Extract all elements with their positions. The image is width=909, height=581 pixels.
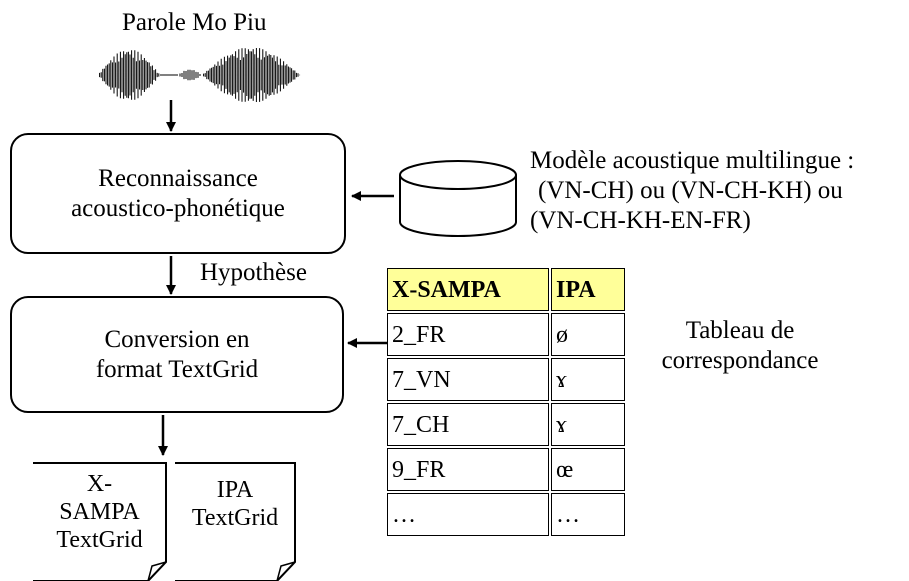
table-cell-xsampa: 9_FR	[387, 448, 549, 491]
acoustic-model-line-2: (VN-CH) ou (VN-CH-KH) ou	[538, 177, 843, 204]
acoustic-model-line-3: (VN-CH-KH-EN-FR)	[530, 207, 751, 234]
table-cell-xsampa: …	[387, 493, 549, 536]
speech-label: Parole Mo Piu	[122, 9, 267, 36]
table-header-row: X-SAMPA IPA	[387, 268, 625, 311]
table-row: 2_FR ø	[387, 313, 625, 356]
table-row: 9_FR œ	[387, 448, 625, 491]
table-row: … …	[387, 493, 625, 536]
acoustic-model-text: Modèle acoustique multilingue : (VN-CH) …	[530, 146, 854, 236]
acoustic-model-database-icon	[399, 160, 517, 237]
table-caption-line-2: correspondance	[661, 347, 819, 374]
ipa-textgrid-label: IPA TextGrid	[175, 476, 295, 532]
acoustic-model-line-1: Modèle acoustique multilingue :	[530, 147, 855, 174]
recognition-box: Reconnaissance acoustico-phonétique	[10, 133, 346, 254]
xsampa-line-3: TextGrid	[56, 527, 143, 553]
table-header-ipa: IPA	[551, 268, 625, 311]
recognition-line-1: Reconnaissance	[98, 164, 258, 192]
conversion-line-2: format TextGrid	[95, 355, 259, 383]
table-cell-ipa: œ	[551, 448, 625, 491]
table-cell-ipa: ɤ	[551, 403, 625, 446]
table-cell-xsampa: 7_VN	[387, 358, 549, 401]
xsampa-line-1: X-	[86, 471, 113, 497]
xsampa-line-2: SAMPA	[59, 499, 140, 525]
table-cell-xsampa: 2_FR	[387, 313, 549, 356]
hypothesis-label: Hypothèse	[200, 259, 307, 286]
table-cell-ipa: …	[551, 493, 625, 536]
speech-waveform	[99, 48, 301, 102]
conversion-box: Conversion en format TextGrid	[10, 296, 344, 413]
table-caption: Tableau de correspondance	[640, 316, 840, 376]
table-caption-line-1: Tableau de	[685, 317, 795, 344]
table-cell-xsampa: 7_CH	[387, 403, 549, 446]
ipa-line-2: TextGrid	[191, 505, 279, 531]
table-header-xsampa: X-SAMPA	[387, 268, 549, 311]
table-row: 7_CH ɤ	[387, 403, 625, 446]
ipa-line-1: IPA	[216, 477, 254, 503]
conversion-line-1: Conversion en	[104, 325, 250, 353]
table-cell-ipa: ø	[551, 313, 625, 356]
xsampa-textgrid-label: X- SAMPA TextGrid	[33, 470, 166, 554]
correspondence-table: X-SAMPA IPA 2_FR ø 7_VN ɤ 7_CH ɤ 9_FR œ …	[385, 266, 627, 538]
table-cell-ipa: ɤ	[551, 358, 625, 401]
table-row: 7_VN ɤ	[387, 358, 625, 401]
recognition-line-2: acoustico-phonétique	[71, 194, 285, 222]
